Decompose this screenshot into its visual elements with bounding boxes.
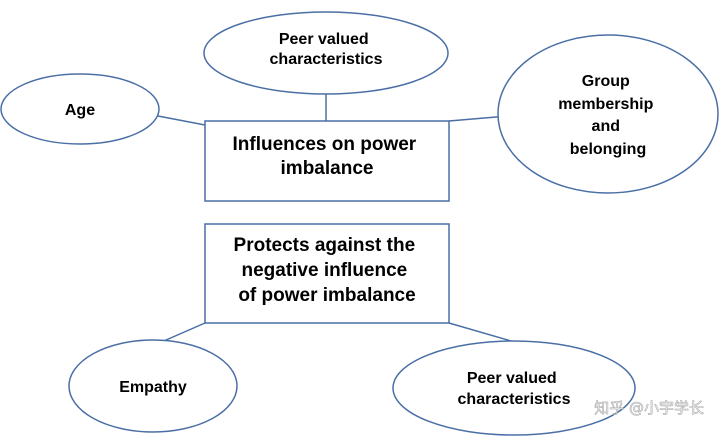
group-membership-line-2: membership: [558, 96, 653, 113]
svg-text:Peer valued characterist: Peer valued characteristics: [270, 31, 383, 68]
watermark-text: 知乎 @小宇学长: [594, 399, 704, 417]
svg-text:Protects against the neg: Protects against the negative influence …: [234, 235, 421, 306]
svg-text:Age: Age: [65, 102, 95, 119]
top-center-line-1: Influences on power: [233, 134, 417, 155]
bottom-center-line-3: of power imbalance: [238, 285, 415, 306]
svg-text:知乎 @小宇学长: 知乎 @小宇学长: [594, 399, 704, 417]
peer-valued-bottom-line-1: Peer valued: [467, 370, 557, 387]
group-membership-ellipse: Group membership and belonging: [497, 34, 719, 194]
bottom-center-line-1: Protects against the: [234, 235, 416, 256]
svg-text:Empathy: Empathy: [119, 379, 187, 396]
connector-age: [157, 115, 206, 126]
empathy-label: Empathy: [119, 379, 187, 396]
svg-text:Influences on power imba: Influences on power imbalance: [233, 134, 422, 179]
peer-valued-bottom-line-2: characteristics: [458, 391, 571, 408]
top-center-line-2: imbalance: [281, 158, 374, 179]
group-membership-line-3: and: [592, 118, 620, 135]
group-membership-line-1: Group: [582, 73, 630, 90]
svg-text:Group membership a: Group membership and belonging: [558, 73, 658, 158]
svg-text:Peer valued characterist: Peer valued characteristics: [458, 370, 571, 408]
bottom-center-box: Protects against the negative influence …: [204, 223, 450, 324]
bottom-center-line-2: negative influence: [241, 260, 407, 281]
watermark: 知乎 @小宇学长: [594, 399, 704, 418]
connector-bottom-peer: [448, 322, 519, 344]
peer-valued-bottom-ellipse: Peer valued characteristics: [392, 340, 636, 436]
peer-valued-top-line-1: Peer valued: [279, 31, 369, 48]
age-label: Age: [65, 102, 95, 119]
empathy-ellipse: Empathy: [68, 339, 238, 433]
peer-valued-top-ellipse: Peer valued characteristics: [203, 11, 449, 95]
age-ellipse: Age: [0, 73, 160, 145]
top-center-box: Influences on power imbalance: [204, 120, 450, 202]
group-membership-line-4: belonging: [570, 141, 646, 158]
peer-valued-top-line-2: characteristics: [270, 51, 383, 68]
